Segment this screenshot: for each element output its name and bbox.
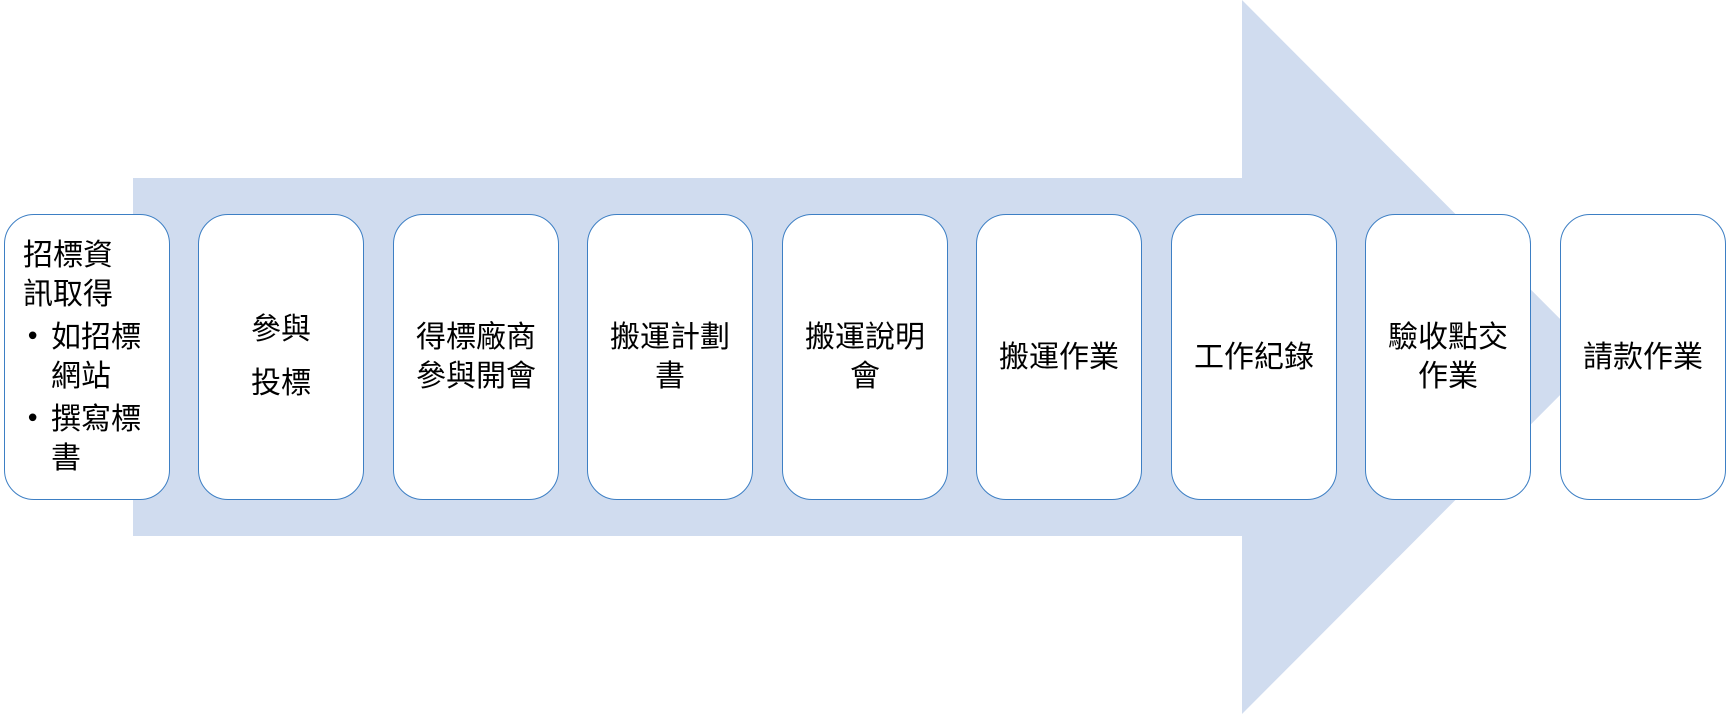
bullet-icon: •	[25, 404, 41, 434]
step-5-label: 搬運說明會	[805, 320, 925, 394]
step-9-label: 請款作業	[1583, 339, 1703, 375]
step-7-box: 工作紀錄	[1171, 214, 1337, 500]
step-8-label: 驗收點交作業	[1388, 320, 1508, 394]
step-2-label: 參與 投標	[251, 312, 311, 401]
step-8-box: 驗收點交作業	[1365, 214, 1531, 500]
step-3-label: 得標廠商參與開會	[416, 320, 536, 394]
step-1-bullet-2: •撰寫標書	[25, 402, 141, 476]
step-1-bullet-1: •如招標網站	[25, 320, 141, 394]
step-1-content: 招標資 訊取得 •如招標網站 •撰寫標書	[23, 236, 153, 478]
step-1-box: 招標資 訊取得 •如招標網站 •撰寫標書	[4, 214, 170, 500]
step-2-box: 參與 投標	[198, 214, 364, 500]
step-3-box: 得標廠商參與開會	[393, 214, 559, 500]
step-1-title-line-2: 訊取得	[23, 277, 113, 312]
step-4-label: 搬運計劃書	[610, 320, 730, 394]
step-9-box: 請款作業	[1560, 214, 1726, 500]
bullet-icon: •	[25, 322, 41, 352]
step-7-label: 工作紀錄	[1194, 339, 1314, 375]
step-6-label: 搬運作業	[999, 339, 1119, 375]
step-5-box: 搬運說明會	[782, 214, 948, 500]
step-6-box: 搬運作業	[976, 214, 1142, 500]
step-1-bullet-list: •如招標網站 •撰寫標書	[23, 318, 153, 478]
step-4-box: 搬運計劃書	[587, 214, 753, 500]
step-1-title-line-1: 招標資	[23, 238, 113, 273]
